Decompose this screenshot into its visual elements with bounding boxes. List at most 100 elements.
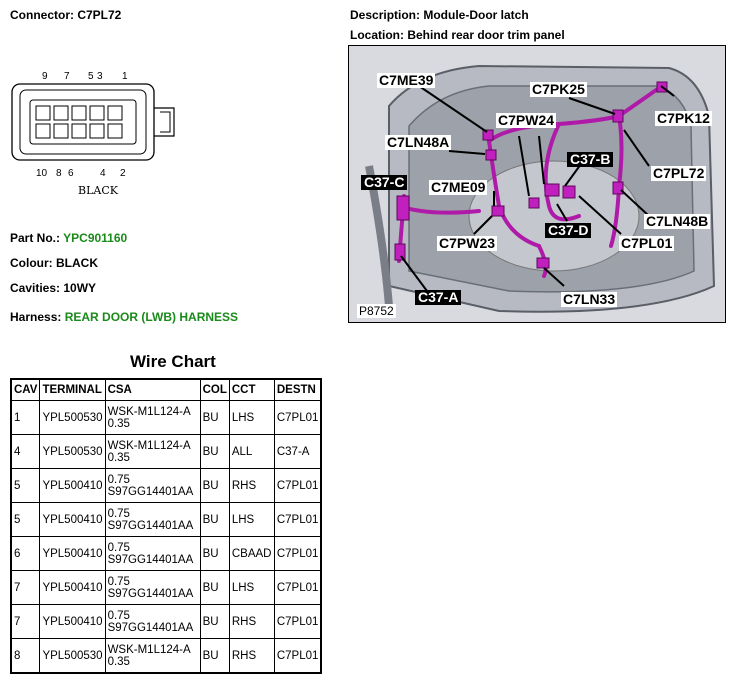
cell-terminal-text: YPL500410 <box>42 479 103 492</box>
cell-csa-text: 0.35 <box>107 655 130 668</box>
cell-cct-text: RHS <box>231 649 257 662</box>
harness-row: Harness: REAR DOOR (LWB) HARNESS <box>10 310 238 324</box>
cell-destn-text: C7PL01 <box>276 513 319 526</box>
part-number-row: Part No.: YPC901160 <box>10 231 127 245</box>
connector-colour-label: BLACK <box>78 184 119 197</box>
pin-number-9: 9 <box>42 71 48 82</box>
cell-csa-text: 0.35 <box>107 451 130 464</box>
callout-leader-lines <box>400 85 675 292</box>
cell-destn-text: C7PL01 <box>276 411 319 424</box>
connector-inner-outline <box>19 89 147 155</box>
cell-cav-text: 7 <box>14 581 21 594</box>
cell-col-text: BU <box>202 581 219 594</box>
callout-c7pk12: C7PK12 <box>655 110 712 126</box>
header-csa: CSA <box>104 378 201 401</box>
cell-col: BU <box>199 502 230 537</box>
pin-number-1: 1 <box>122 71 128 82</box>
callout-c37-a: C37-A <box>415 290 462 305</box>
cell-csa-text: S97GG14401AA <box>107 587 194 600</box>
cell-terminal: YPL500410 <box>39 502 106 537</box>
cell-csa-text: 0.75 <box>107 541 130 554</box>
header-terminal: TERMINAL <box>39 378 106 401</box>
callout-c7pk25: C7PK25 <box>530 81 587 97</box>
cell-csa-text: S97GG14401AA <box>107 485 194 498</box>
cell-terminal-text: YPL500530 <box>42 445 103 458</box>
pin-number-4: 4 <box>100 168 106 179</box>
cell-cav-text: 7 <box>14 615 21 628</box>
cell-cct: LHS <box>228 400 275 435</box>
cell-cct-text: CBAAD <box>231 547 272 560</box>
cell-col: BU <box>199 400 230 435</box>
harness-label: Harness: <box>10 310 62 324</box>
cell-terminal-text: YPL500530 <box>42 411 103 424</box>
cell-cct: LHS <box>228 502 275 537</box>
cell-col-text: BU <box>202 513 219 526</box>
cell-cct: RHS <box>228 604 275 639</box>
cell-cav-text: 1 <box>14 411 21 424</box>
cell-cct: RHS <box>228 638 275 674</box>
cell-destn-text: C37-A <box>276 445 310 458</box>
callout-c7me39: C7ME39 <box>377 72 436 88</box>
part-number-value: YPC901160 <box>63 231 128 245</box>
cell-cav-text: 5 <box>14 513 21 526</box>
header-col: COL <box>199 378 230 401</box>
part-number-label: Part No.: <box>10 231 61 245</box>
cell-terminal-text: YPL500410 <box>42 581 103 594</box>
top-pin-numbers: 9 7 5 3 1 <box>42 71 128 82</box>
cell-destn: C7PL01 <box>273 638 322 674</box>
photo-reference-code: P8752 <box>357 304 396 318</box>
wire-chart-title: Wire Chart <box>130 352 216 371</box>
bottom-pin-numbers: 10 8 6 4 2 <box>36 168 126 179</box>
cell-col: BU <box>199 536 230 571</box>
cell-col: BU <box>199 468 230 503</box>
cell-csa-text: 0.75 <box>107 609 130 622</box>
cell-col-text: BU <box>202 445 219 458</box>
cell-cct-text: RHS <box>231 479 257 492</box>
cell-col: BU <box>199 604 230 639</box>
colour-text: Colour: BLACK <box>10 256 98 270</box>
connector-latch-inner <box>160 111 171 133</box>
door-location-photo: C7ME39 C7PK25 C7PK12 C7PW24 C7LN48A C37-… <box>348 45 726 323</box>
cell-terminal-text: YPL500530 <box>42 649 103 662</box>
cell-csa-text: WSK-M1L124-A <box>107 405 191 418</box>
cell-col-text: BU <box>202 615 219 628</box>
cell-csa-text: S97GG14401AA <box>107 553 194 566</box>
callout-c7ln48a: C7LN48A <box>385 134 452 150</box>
callout-c7pw24: C7PW24 <box>496 112 557 128</box>
cell-csa-text: 0.75 <box>107 473 130 486</box>
cell-destn: C7PL01 <box>273 570 322 605</box>
callout-c7pl72: C7PL72 <box>651 165 707 181</box>
callout-c37-c: C37-C <box>361 175 408 190</box>
pin-number-2: 2 <box>120 168 126 179</box>
pin-number-3: 3 <box>97 71 103 82</box>
cell-cct: LHS <box>228 570 275 605</box>
cell-terminal: YPL500530 <box>39 434 106 469</box>
cell-destn: C7PL01 <box>273 536 322 571</box>
pin-number-5: 5 <box>88 71 94 82</box>
connector-housing-outline <box>11 83 155 161</box>
callout-c7me09: C7ME09 <box>429 179 488 195</box>
cell-terminal: YPL500410 <box>39 570 106 605</box>
cell-csa-text: WSK-M1L124-A <box>107 643 191 656</box>
cell-cct-text: LHS <box>231 513 255 526</box>
cell-cav: 8 <box>10 638 41 674</box>
header-cct: CCT <box>228 378 275 401</box>
cell-terminal: YPL500410 <box>39 604 106 639</box>
connector-face-diagram: 9 7 5 3 1 10 8 6 4 2 BLACK <box>11 71 175 197</box>
cell-terminal: YPL500530 <box>39 400 106 435</box>
cell-csa-text: 0.75 <box>107 507 130 520</box>
cell-cct-text: LHS <box>231 411 255 424</box>
connector-latch <box>154 107 175 137</box>
cell-cav-text: 6 <box>14 547 21 560</box>
harness-value: REAR DOOR (LWB) HARNESS <box>64 310 239 324</box>
connector-blobs <box>394 81 668 269</box>
pin-number-8: 8 <box>56 168 62 179</box>
